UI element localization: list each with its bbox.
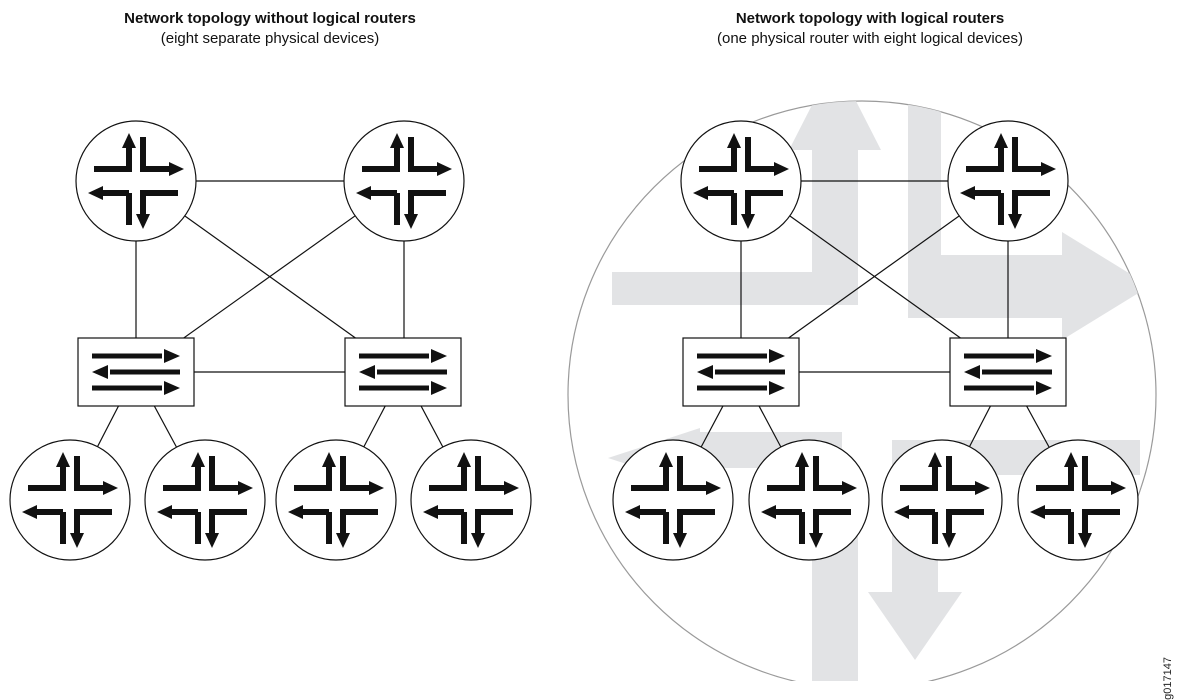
right-panel-title: Network topology with logical routers: [735, 10, 1005, 27]
right-panel-title-block: Network topology with logical routers (o…: [640, 9, 1100, 49]
right-panel-subtitle: (one physical router with eight logical …: [717, 30, 1023, 47]
router-icon: [948, 121, 1068, 241]
router-icon: [882, 440, 1002, 560]
switch-icon: [78, 338, 194, 406]
router-icon: [1018, 440, 1138, 560]
switch-icon: [683, 338, 799, 406]
router-icon: [344, 121, 464, 241]
switch-icon: [345, 338, 461, 406]
left-panel-title: Network topology without logical routers: [124, 10, 416, 27]
left-topology: [10, 121, 531, 560]
router-icon: [76, 121, 196, 241]
right-topology: [567, 100, 1157, 681]
switch-icon: [950, 338, 1066, 406]
router-icon: [145, 440, 265, 560]
router-icon: [276, 440, 396, 560]
router-icon: [10, 440, 130, 560]
router-icon: [749, 440, 869, 560]
router-icon: [681, 121, 801, 241]
router-icon: [613, 440, 733, 560]
left-panel-subtitle: (eight separate physical devices): [160, 30, 380, 47]
router-icon: [411, 440, 531, 560]
left-panel-title-block: Network topology without logical routers…: [60, 9, 480, 49]
physical-router-icon: [567, 100, 1157, 681]
topology-diagram: [0, 100, 1157, 681]
